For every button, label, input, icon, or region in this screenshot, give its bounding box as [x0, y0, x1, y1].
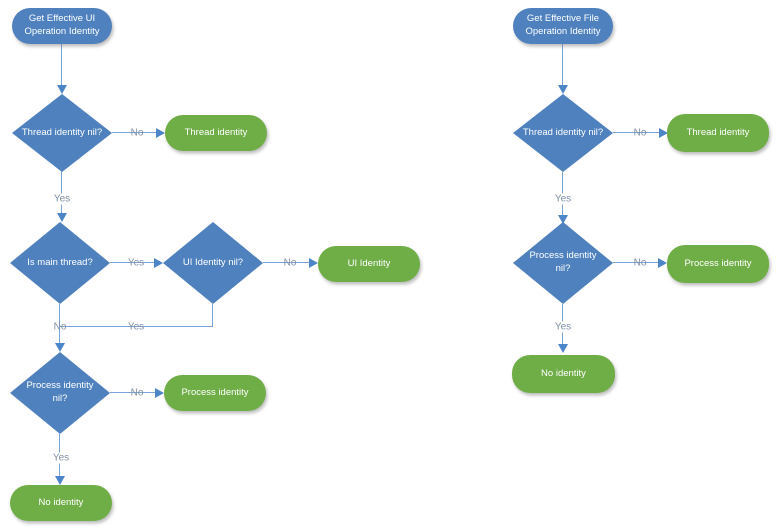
node-label: Process identity — [684, 257, 752, 269]
connector-line — [112, 132, 156, 133]
arrow-head-icon — [55, 476, 65, 485]
node-label: No identity — [38, 496, 84, 508]
edge-label-yes: Yes — [51, 193, 73, 205]
node-label: Get Effective UI Operation Identity — [24, 13, 100, 37]
arrow-head-icon — [309, 258, 318, 268]
node-label: Thread identity — [686, 126, 750, 138]
connector-line — [613, 262, 658, 263]
node-label: UI Identity nil? — [182, 256, 244, 268]
edge-label-yes: Yes — [127, 321, 145, 333]
connector-line — [212, 304, 213, 327]
result-process-identity-ui: Process identity — [164, 375, 266, 411]
result-no-identity-file: No identity — [512, 355, 615, 393]
node-label: Thread identity nil? — [21, 126, 103, 138]
node-start-file-operation: Get Effective File Operation Identity — [513, 8, 613, 44]
arrow-head-icon — [155, 388, 164, 398]
edge-label-no: No — [633, 127, 647, 139]
node-label: Process identity nil? — [26, 380, 94, 404]
arrow-head-icon — [558, 344, 568, 353]
edge-label-yes: Yes — [127, 257, 145, 269]
result-thread-identity-ui: Thread identity — [165, 115, 267, 151]
arrow-head-icon — [55, 343, 65, 352]
edge-label-yes: Yes — [50, 452, 72, 464]
arrow-head-icon — [659, 128, 668, 138]
node-label: Process identity nil? — [529, 250, 597, 274]
decision-is-main-thread: Is main thread? — [10, 222, 110, 304]
arrow-head-icon — [558, 85, 568, 94]
decision-ui-identity-nil: UI Identity nil? — [163, 222, 263, 304]
arrow-head-icon — [658, 258, 667, 268]
arrow-head-icon — [57, 85, 67, 94]
connector-line — [110, 392, 155, 393]
node-label: Is main thread? — [27, 256, 93, 268]
result-thread-identity-file: Thread identity — [667, 114, 769, 152]
arrow-head-icon — [558, 215, 568, 224]
decision-thread-identity-nil-ui: Thread identity nil? — [12, 94, 112, 172]
edge-label-no: No — [633, 257, 647, 269]
node-label: Thread identity nil? — [522, 126, 604, 138]
connector-line — [61, 171, 62, 213]
decision-thread-identity-nil-file: Thread identity nil? — [513, 94, 613, 172]
node-label: Get Effective File Operation Identity — [525, 13, 601, 37]
edge-label-no: No — [53, 321, 67, 333]
connector-line — [61, 44, 62, 86]
arrow-head-icon — [154, 258, 163, 268]
edge-label-no: No — [130, 127, 144, 139]
node-label: UI Identity — [347, 257, 391, 269]
connector-line — [110, 262, 154, 263]
connector-line — [59, 304, 60, 343]
edge-label-yes: Yes — [552, 193, 574, 205]
connector-line — [613, 132, 659, 133]
edge-label-no: No — [283, 257, 297, 269]
node-label: Process identity — [181, 386, 249, 398]
result-process-identity-file: Process identity — [667, 245, 769, 283]
result-ui-identity: UI Identity — [318, 246, 420, 282]
edge-label-yes: Yes — [552, 321, 574, 333]
connector-line — [562, 44, 563, 85]
connector-line — [60, 326, 213, 327]
arrow-head-icon — [156, 128, 165, 138]
node-label: Thread identity — [184, 126, 248, 138]
decision-process-identity-nil-file: Process identity nil? — [513, 222, 613, 304]
connector-line — [263, 262, 309, 263]
node-start-ui-operation: Get Effective UI Operation Identity — [12, 8, 112, 44]
node-label: No identity — [541, 367, 586, 379]
result-no-identity-ui: No identity — [10, 485, 112, 521]
arrow-head-icon — [57, 213, 67, 222]
decision-process-identity-nil-ui: Process identity nil? — [10, 352, 110, 434]
edge-label-no: No — [130, 387, 144, 399]
